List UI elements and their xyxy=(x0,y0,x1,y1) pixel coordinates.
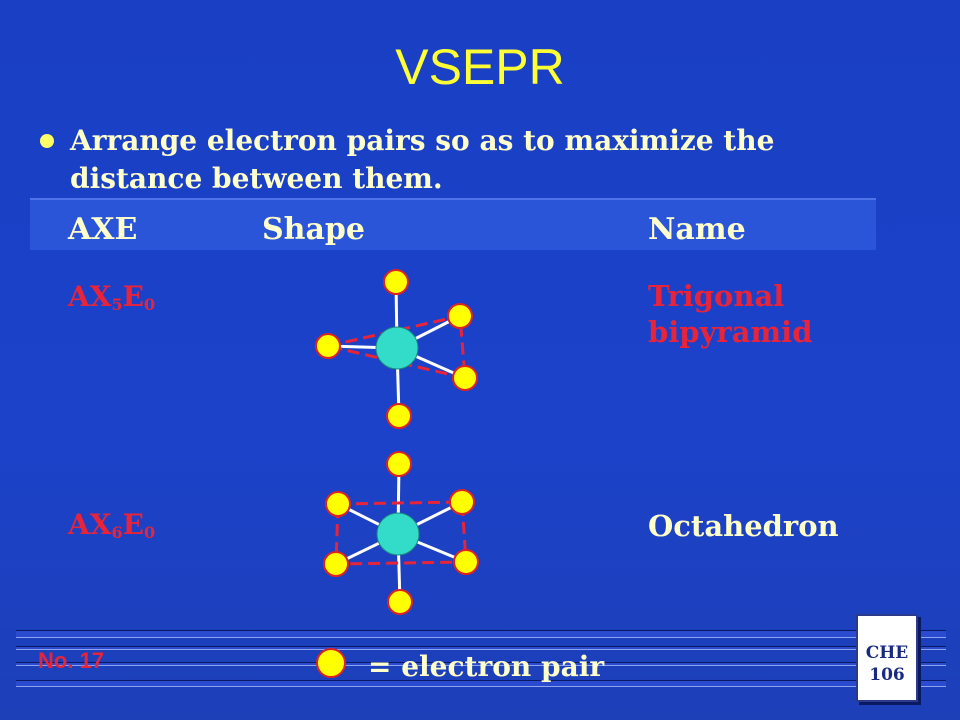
formula-e: E xyxy=(122,280,144,313)
header-axe: AXE xyxy=(68,212,138,247)
course-number: 106 xyxy=(869,665,905,685)
formula-ax: AX xyxy=(68,280,112,313)
electron-pair-icon xyxy=(447,303,473,329)
electron-pair-icon xyxy=(452,365,478,391)
electron-pair-icon xyxy=(386,451,412,477)
formula-e-subscript: 0 xyxy=(143,523,156,542)
bullet-text: Arrange electron pairs so as to maximize… xyxy=(70,124,775,195)
row-formula-ax5e0: AX5E0 xyxy=(68,280,155,314)
formula-ax: AX xyxy=(68,508,112,541)
row-name-trigonal-bipyramid: Trigonal bipyramid xyxy=(648,279,813,349)
electron-pair-icon xyxy=(387,589,413,615)
legend-text: = electron pair xyxy=(368,650,605,683)
course-badge: CHE 106 xyxy=(856,614,918,702)
formula-e-subscript: 0 xyxy=(143,295,156,314)
bullet-icon xyxy=(40,134,54,148)
header-shape: Shape xyxy=(262,212,365,247)
electron-pair-icon xyxy=(325,491,351,517)
electron-pair-icon xyxy=(315,333,341,359)
course-code: CHE xyxy=(865,643,909,663)
row-name-octahedron: Octahedron xyxy=(648,509,839,543)
footer-line xyxy=(16,646,946,650)
electron-pair-legend-icon xyxy=(316,648,346,678)
formula-x-subscript: 6 xyxy=(111,523,123,542)
electron-pair-icon xyxy=(383,269,409,295)
electron-pair-icon xyxy=(386,403,412,429)
formula-e: E xyxy=(122,508,144,541)
electron-pair-icon xyxy=(453,549,479,575)
footer-bar xyxy=(16,628,946,690)
table-header-band xyxy=(30,198,876,250)
octahedron-diagram xyxy=(323,451,479,615)
formula-x-subscript: 5 xyxy=(111,295,123,314)
central-atom xyxy=(376,512,420,556)
footer-line xyxy=(16,680,946,687)
trigonal-bipyramid-diagram xyxy=(315,269,478,429)
footer-line xyxy=(16,630,946,638)
slide-title: VSEPR xyxy=(395,39,565,95)
row-formula-ax6e0: AX6E0 xyxy=(68,508,155,542)
molecular-shapes xyxy=(315,269,479,615)
electron-pair-icon xyxy=(323,551,349,577)
central-atom xyxy=(375,326,419,370)
electron-pair-icon xyxy=(449,489,475,515)
header-name: Name xyxy=(648,212,746,247)
footer-line xyxy=(16,662,946,666)
equatorial-triangle xyxy=(327,314,467,380)
slide-number: No. 17 xyxy=(38,648,105,673)
